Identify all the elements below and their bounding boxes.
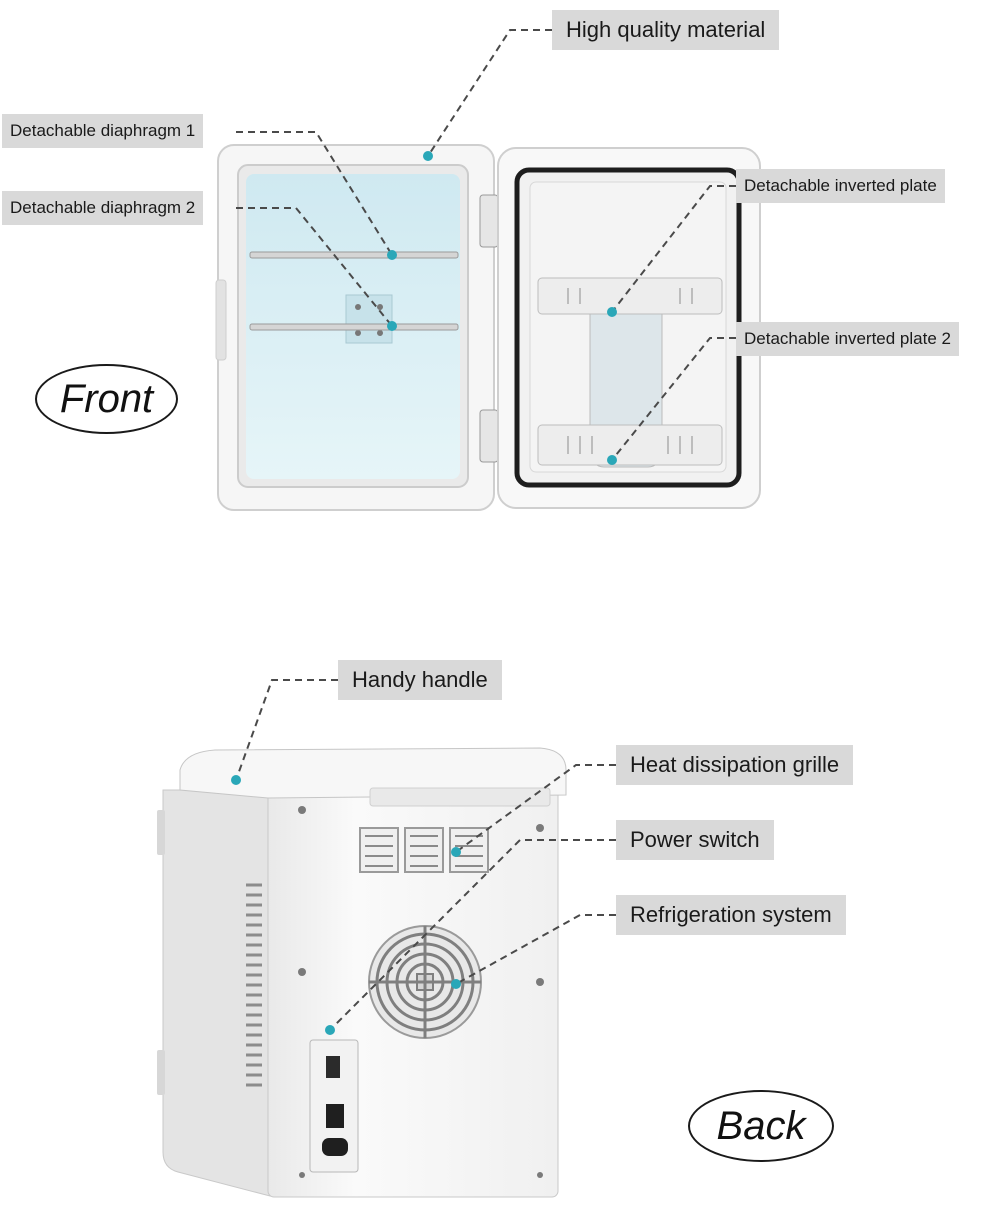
label-power-switch: Power switch bbox=[616, 820, 774, 860]
fridge-front bbox=[215, 144, 761, 511]
label-detachable-inverted-plate-2: Detachable inverted plate 2 bbox=[736, 322, 959, 356]
label-high-quality-material: High quality material bbox=[552, 10, 780, 50]
front-view-title: Front bbox=[35, 364, 178, 434]
front-leader-lines bbox=[236, 29, 736, 461]
back-callout-dots bbox=[231, 775, 461, 1035]
front-callout-dots bbox=[387, 151, 617, 465]
label-heat-dissipation-grille: Heat dissipation grille bbox=[616, 745, 854, 785]
fridge-back bbox=[157, 747, 567, 1198]
label-detachable-inverted-plate: Detachable inverted plate bbox=[736, 169, 945, 203]
label-detachable-diaphragm-1: Detachable diaphragm 1 bbox=[2, 114, 204, 148]
back-leader-lines bbox=[235, 679, 616, 1031]
label-handy-handle: Handy handle bbox=[338, 660, 502, 700]
label-detachable-diaphragm-2: Detachable diaphragm 2 bbox=[2, 191, 204, 225]
label-refrigeration-system: Refrigeration system bbox=[616, 895, 846, 935]
back-view-title: Back bbox=[688, 1090, 834, 1162]
